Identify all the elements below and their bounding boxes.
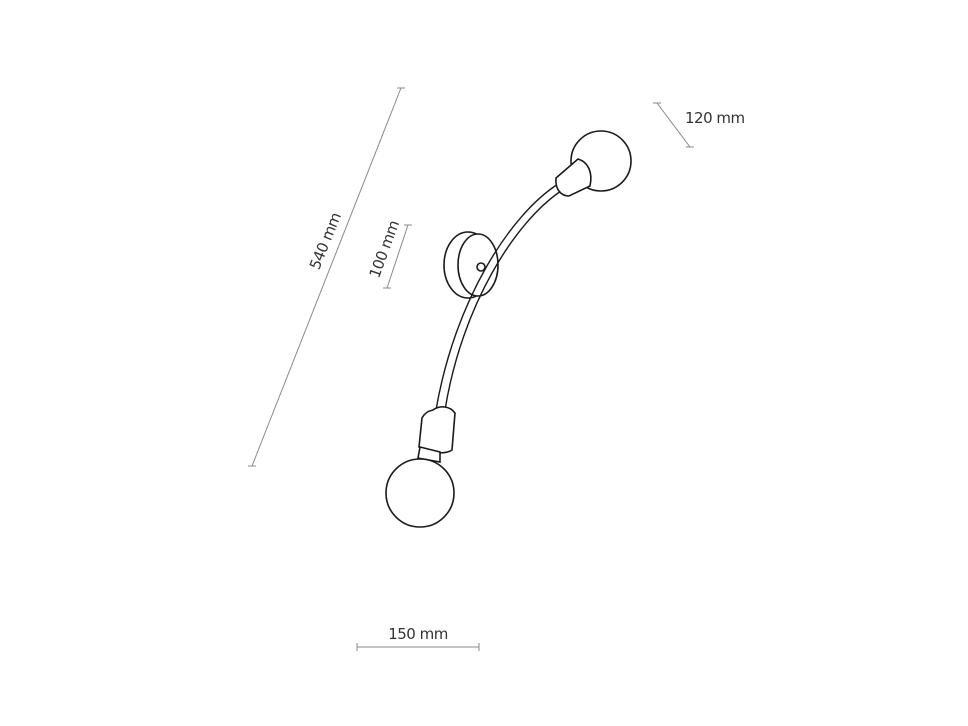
dimension-mount-label: 100 mm (366, 218, 403, 280)
dimension-bulb-label: 120 mm (685, 109, 745, 127)
lower-socket (417, 406, 456, 463)
dimension-width-label: 150 mm (388, 625, 448, 643)
lamp-arm (435, 183, 562, 411)
dimension-length-label: 540 mm (306, 210, 345, 272)
upper-socket (555, 158, 592, 197)
dimension-bulb: 120 mm (653, 102, 745, 148)
dimension-width: 150 mm (356, 625, 480, 651)
wall-mount (443, 231, 499, 299)
wall-lamp-illustration (385, 130, 632, 528)
dimension-mount: 100 mm (366, 218, 412, 289)
lower-bulb (385, 458, 455, 528)
